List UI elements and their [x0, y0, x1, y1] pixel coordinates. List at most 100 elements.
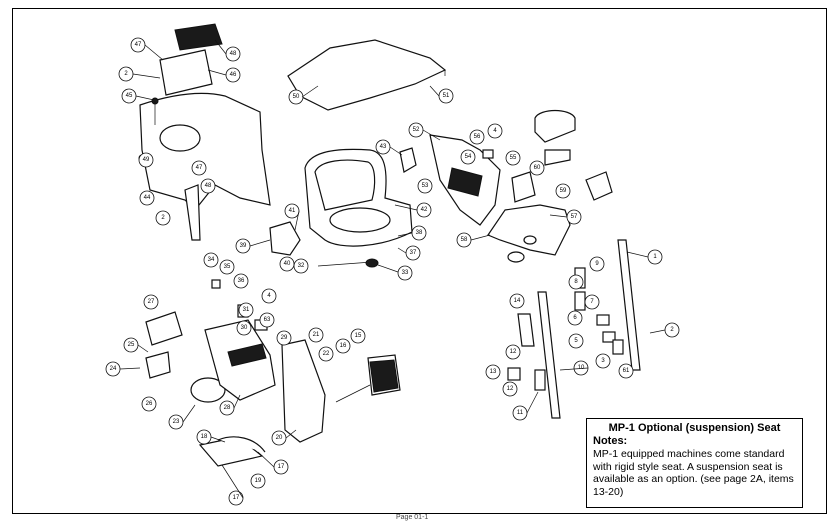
callout-36: 36 — [233, 273, 249, 289]
callout-number: 47 — [135, 42, 142, 48]
callout-number: 25 — [128, 342, 135, 348]
callout-number: 36 — [238, 278, 245, 284]
callout-11: 11 — [512, 405, 528, 421]
callout-number: 61 — [623, 368, 630, 374]
callout-44: 44 — [139, 190, 155, 206]
callout-43: 43 — [375, 139, 391, 155]
callout-number: 59 — [560, 188, 567, 194]
callout-number: 16 — [340, 343, 347, 349]
callout-number: 60 — [534, 165, 541, 171]
callout-56: 56 — [469, 129, 485, 145]
callout-46: 46 — [225, 67, 241, 83]
callout-number: 56 — [474, 134, 481, 140]
callout-number: 43 — [380, 144, 387, 150]
callout-40: 40 — [279, 256, 295, 272]
callout-4: 4 — [487, 123, 503, 139]
callout-63: 63 — [259, 312, 275, 328]
seat-part — [269, 147, 417, 268]
callout-number: 2 — [124, 71, 128, 77]
callout-30: 30 — [236, 320, 252, 336]
callout-number: 53 — [422, 183, 429, 189]
callout-number: 45 — [126, 93, 133, 99]
callout-37: 37 — [405, 245, 421, 261]
leader-lines — [119, 39, 666, 499]
callout-51: 51 — [438, 88, 454, 104]
callout-number: 14 — [514, 298, 521, 304]
callout-20: 20 — [271, 430, 287, 446]
callout-48: 48 — [200, 178, 216, 194]
notes-box: MP-1 Optional (suspension) Seat Notes: M… — [586, 418, 803, 508]
callout-19: 19 — [250, 473, 266, 489]
callout-17: 17 — [273, 459, 289, 475]
callout-4: 4 — [261, 288, 277, 304]
callout-number: 51 — [443, 93, 450, 99]
callout-number: 1 — [653, 254, 657, 260]
callout-39: 39 — [235, 238, 251, 254]
callout-number: 27 — [148, 299, 155, 305]
callout-number: 32 — [298, 263, 305, 269]
callout-17: 17 — [228, 490, 244, 506]
callout-number: 24 — [110, 366, 117, 372]
callout-number: 9 — [595, 261, 599, 267]
callout-number: 30 — [241, 325, 248, 331]
callout-16: 16 — [335, 338, 351, 354]
callout-number: 57 — [571, 214, 578, 220]
callout-13: 13 — [485, 364, 501, 380]
callout-number: 37 — [410, 250, 417, 256]
callout-number: 18 — [201, 434, 208, 440]
callout-number: 7 — [590, 299, 594, 305]
callout-26: 26 — [141, 396, 157, 412]
callout-38: 38 — [411, 225, 427, 241]
roof-panel-part — [287, 39, 447, 111]
callout-number: 34 — [208, 257, 215, 263]
callout-12: 12 — [505, 344, 521, 360]
callout-number: 26 — [146, 401, 153, 407]
notes-title: MP-1 Optional (suspension) Seat — [608, 422, 781, 434]
callout-45: 45 — [121, 88, 137, 104]
callout-27: 27 — [143, 294, 159, 310]
callout-60: 60 — [529, 160, 545, 176]
callout-number: 13 — [490, 369, 497, 375]
callout-number: 6 — [573, 315, 577, 321]
callout-22: 22 — [318, 346, 334, 362]
callout-47: 47 — [130, 37, 146, 53]
callout-number: 21 — [313, 332, 320, 338]
callout-2: 2 — [118, 66, 134, 82]
callout-6: 6 — [567, 310, 583, 326]
callout-number: 15 — [355, 333, 362, 339]
callout-number: 50 — [293, 94, 300, 100]
callout-number: 20 — [276, 435, 283, 441]
callout-53: 53 — [417, 178, 433, 194]
callout-number: 28 — [224, 405, 231, 411]
callout-number: 2 — [161, 215, 165, 221]
callout-61: 61 — [618, 363, 634, 379]
callout-48: 48 — [225, 46, 241, 62]
callout-21: 21 — [308, 327, 324, 343]
callout-number: 41 — [289, 208, 296, 214]
callout-47: 47 — [191, 160, 207, 176]
callout-number: 55 — [510, 155, 517, 161]
callout-5: 5 — [568, 333, 584, 349]
callout-55: 55 — [505, 150, 521, 166]
callout-number: 8 — [574, 279, 578, 285]
callout-number: 11 — [517, 410, 524, 416]
callout-number: 23 — [173, 419, 180, 425]
callout-2: 2 — [155, 210, 171, 226]
callout-number: 35 — [224, 264, 231, 270]
callout-15: 15 — [350, 328, 366, 344]
page-footer: Page 01-1 — [396, 514, 429, 521]
callout-number: 49 — [143, 157, 150, 163]
callout-number: 47 — [196, 165, 203, 171]
callout-8: 8 — [568, 274, 584, 290]
callout-49: 49 — [138, 152, 154, 168]
callout-7: 7 — [584, 294, 600, 310]
callout-12: 12 — [502, 381, 518, 397]
callout-25: 25 — [123, 337, 139, 353]
callout-number: 5 — [574, 338, 578, 344]
notes-label: Notes: — [593, 435, 628, 447]
callout-number: 22 — [323, 351, 330, 357]
callout-number: 3 — [601, 358, 605, 364]
callout-2: 2 — [664, 322, 680, 338]
notes-text: MP-1 equipped machines come standard wit… — [593, 448, 794, 498]
